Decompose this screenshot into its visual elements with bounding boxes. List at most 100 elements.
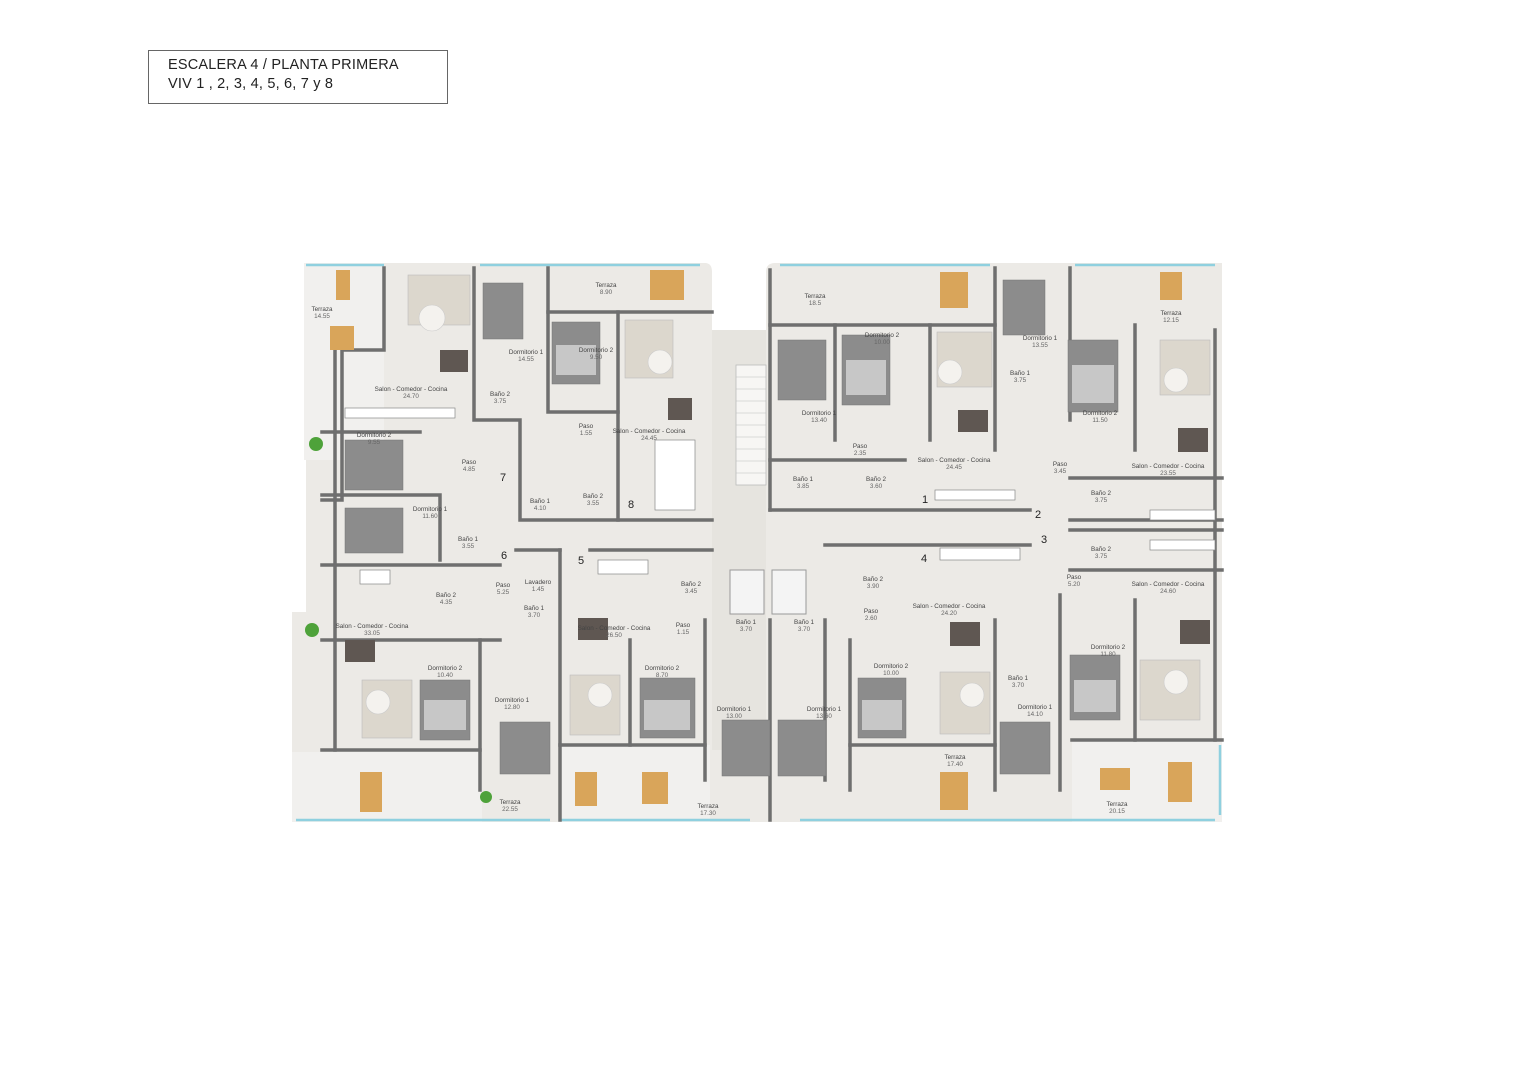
svg-text:Terraza: Terraza: [698, 803, 719, 810]
svg-text:3.75: 3.75: [494, 398, 507, 405]
svg-text:Terraza: Terraza: [1161, 310, 1182, 317]
room-label: Dormitorio 113.40: [802, 410, 837, 424]
svg-text:3.90: 3.90: [867, 583, 880, 590]
svg-text:3.70: 3.70: [798, 626, 811, 633]
svg-text:13.55: 13.55: [1032, 342, 1048, 349]
table-icon: [1168, 762, 1192, 802]
svg-text:Dormitorio 2: Dormitorio 2: [1091, 644, 1126, 651]
room-label: Baño 24.35: [436, 592, 456, 606]
terrace-bottom-left: [292, 752, 482, 822]
svg-text:3.75: 3.75: [1095, 497, 1108, 504]
room-label: Dormitorio 113.55: [1023, 335, 1058, 349]
svg-text:Paso: Paso: [1067, 574, 1082, 581]
svg-text:11.60: 11.60: [422, 513, 438, 520]
dining-table-icon: [578, 618, 608, 640]
plant-icon: [305, 623, 319, 637]
elevator-right: [771, 569, 807, 615]
unit-number: 6: [501, 550, 507, 562]
room-label: Dormitorio 210.40: [428, 665, 463, 679]
room-label: Baño 13.70: [736, 619, 756, 633]
svg-text:Baño 1: Baño 1: [1008, 675, 1028, 682]
table-icon: [940, 272, 968, 308]
table-icon: [575, 772, 597, 806]
svg-text:Paso: Paso: [1053, 461, 1068, 468]
svg-text:3.75: 3.75: [1014, 377, 1027, 384]
svg-text:Baño 2: Baño 2: [863, 576, 883, 583]
bed-sheet-icon: [1074, 680, 1116, 712]
bed-icon: [777, 339, 827, 401]
svg-text:Dormitorio 2: Dormitorio 2: [874, 663, 909, 670]
room-label: Dormitorio 29.55: [357, 432, 392, 446]
table-icon: [1100, 768, 1130, 790]
room-label: Dormitorio 211.80: [1091, 644, 1126, 658]
svg-text:3.75: 3.75: [1095, 553, 1108, 560]
unit-number: 1: [922, 494, 928, 506]
svg-text:Salon - Comedor - Cocina: Salon - Comedor - Cocina: [375, 386, 448, 393]
svg-text:Baño 2: Baño 2: [583, 493, 603, 500]
svg-text:14.10: 14.10: [1027, 711, 1043, 718]
kitchen-counter-icon: [934, 489, 1016, 501]
svg-text:1.55: 1.55: [580, 430, 593, 437]
bed-icon: [1002, 279, 1046, 336]
dining-table-icon: [950, 622, 980, 646]
svg-text:14.55: 14.55: [518, 356, 534, 363]
svg-text:20.15: 20.15: [1109, 808, 1125, 815]
dining-table-icon: [440, 350, 468, 372]
svg-text:11.50: 11.50: [1092, 417, 1108, 424]
svg-text:13.00: 13.00: [726, 713, 742, 720]
svg-text:Salon - Comedor - Cocina: Salon - Comedor - Cocina: [913, 603, 986, 610]
svg-text:3.70: 3.70: [528, 612, 541, 619]
room-label: Dormitorio 28.70: [645, 665, 680, 679]
table-icon: [330, 326, 354, 350]
svg-text:Dormitorio 1: Dormitorio 1: [807, 706, 842, 713]
bed-sheet-icon: [862, 700, 902, 730]
walls: [320, 266, 1224, 822]
unit-number: 4: [921, 553, 927, 565]
bed-icon: [999, 721, 1051, 775]
svg-text:24.70: 24.70: [403, 393, 419, 400]
kitchen-counter-icon: [1149, 539, 1216, 551]
svg-text:Dormitorio 1: Dormitorio 1: [413, 506, 448, 513]
svg-text:Dormitorio 1: Dormitorio 1: [717, 706, 752, 713]
bed-sheet-icon: [424, 700, 466, 730]
svg-text:17.30: 17.30: [700, 810, 716, 817]
room-label: Baño 23.55: [583, 493, 603, 507]
svg-text:Dormitorio 2: Dormitorio 2: [645, 665, 680, 672]
svg-text:5.25: 5.25: [497, 589, 510, 596]
svg-text:1.15: 1.15: [677, 629, 690, 636]
svg-text:Baño 2: Baño 2: [866, 476, 886, 483]
svg-text:13.60: 13.60: [816, 713, 832, 720]
room-label: Baño 13.85: [793, 476, 813, 490]
svg-text:12.80: 12.80: [504, 704, 520, 711]
svg-text:Baño 1: Baño 1: [794, 619, 814, 626]
svg-text:33.05: 33.05: [364, 630, 380, 637]
svg-text:Dormitorio 2: Dormitorio 2: [865, 332, 900, 339]
room-label: Baño 13.55: [458, 536, 478, 550]
bed-icon: [721, 719, 771, 777]
kitchen-counter-icon: [654, 439, 696, 511]
svg-text:Dormitorio 1: Dormitorio 1: [1018, 704, 1053, 711]
svg-text:24.60: 24.60: [1160, 588, 1176, 595]
svg-text:5.20: 5.20: [1068, 581, 1081, 588]
room-label: Dormitorio 29.50: [579, 347, 614, 361]
dining-table-icon: [1178, 428, 1208, 452]
furniture: [305, 270, 1216, 812]
svg-text:3.45: 3.45: [685, 588, 698, 595]
kitchen-counter-icon: [939, 547, 1021, 561]
terrace-bottom-right: [1072, 740, 1222, 822]
kitchen-counter-icon: [597, 559, 649, 575]
svg-text:18.5: 18.5: [809, 300, 822, 307]
plant-icon: [309, 437, 323, 451]
plant-icon: [480, 791, 492, 803]
svg-text:Terraza: Terraza: [1107, 801, 1128, 808]
